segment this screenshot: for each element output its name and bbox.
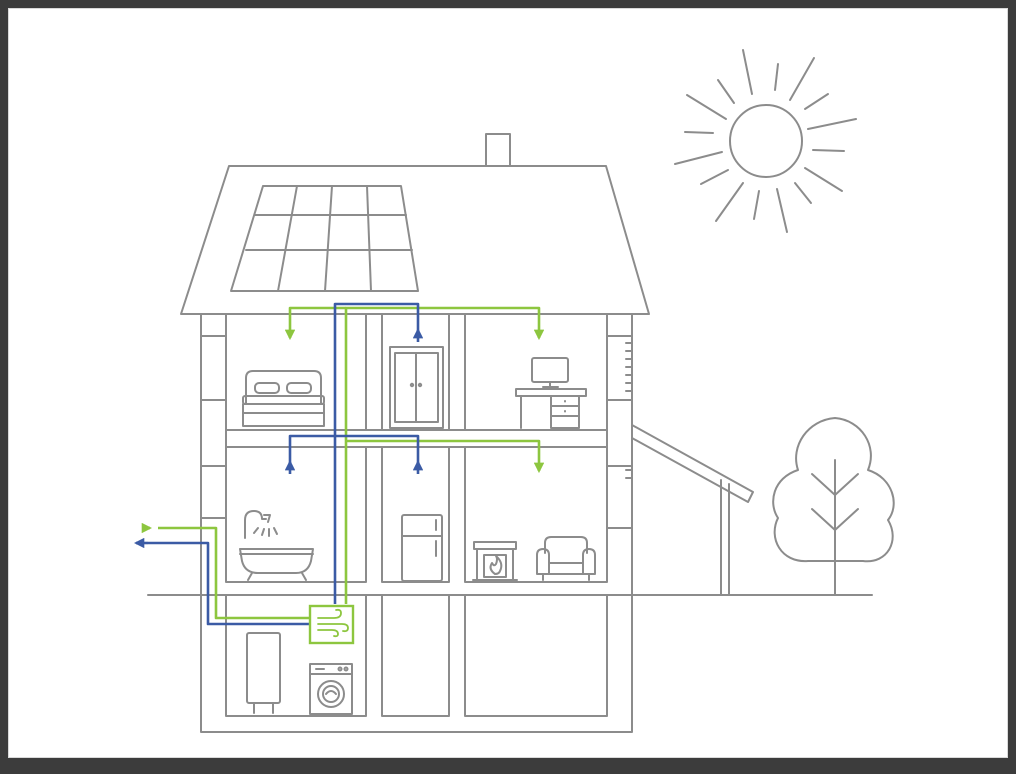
ventilation-house-diagram	[133, 49, 895, 733]
ventilation-unit-icon	[308, 604, 355, 645]
diagram-canvas	[8, 8, 1008, 758]
carport-icon	[631, 424, 754, 596]
room-bathroom	[225, 446, 367, 583]
room-basement-right	[464, 594, 608, 717]
desk-computer-icon	[515, 357, 587, 429]
room-wardrobe	[381, 313, 450, 431]
sun-icon	[674, 49, 857, 233]
extract-air-ducts	[133, 302, 424, 626]
room-bedroom	[225, 313, 367, 431]
tree-icon	[772, 417, 895, 596]
wall-details	[200, 335, 633, 529]
room-living	[464, 446, 608, 583]
solar-panel-icon	[230, 185, 419, 292]
room-basement-middle	[381, 594, 450, 717]
washing-machine-icon	[309, 663, 353, 715]
fridge-icon	[401, 514, 443, 582]
fireplace-icon	[472, 541, 518, 581]
first-floor-slab	[225, 429, 608, 448]
boiler-icon	[246, 632, 281, 714]
wardrobe-icon	[389, 346, 444, 429]
supply-air-ducts	[141, 306, 545, 620]
room-utility	[225, 594, 367, 717]
bed-icon	[242, 370, 325, 427]
bathtub-shower-icon	[239, 510, 314, 581]
armchair-icon	[536, 536, 596, 581]
roof	[180, 165, 650, 315]
house-outline	[180, 133, 650, 733]
room-office	[464, 313, 608, 431]
